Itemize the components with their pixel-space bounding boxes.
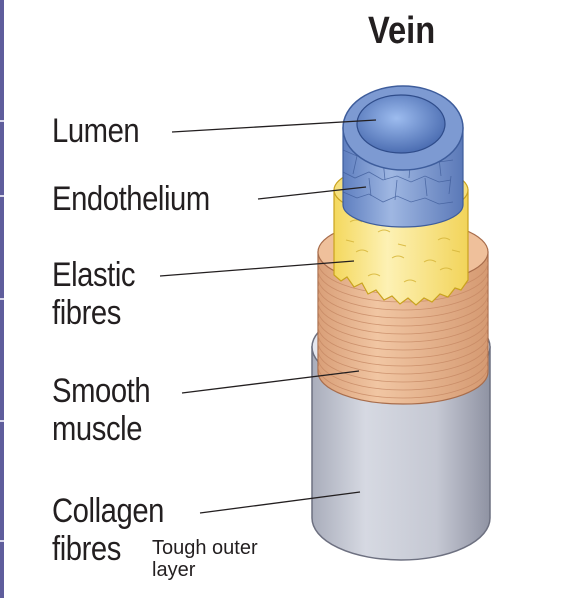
frame-tick bbox=[0, 298, 4, 300]
lumen-leader-line bbox=[171, 119, 377, 133]
endothelium-leader-line bbox=[257, 186, 367, 200]
label-collagen-fibres: Collagen fibres bbox=[52, 492, 164, 568]
frame-tick bbox=[0, 540, 4, 542]
tough-outer-layer-note: Tough outer layer bbox=[152, 537, 258, 581]
diagram-title: Vein bbox=[368, 10, 436, 52]
label-smooth-muscle: Smooth muscle bbox=[52, 372, 151, 448]
label-elastic-fibres: Elastic fibres bbox=[52, 256, 136, 332]
smooth-muscle-leader-line bbox=[181, 370, 360, 394]
elastic-fibres-leader-line bbox=[159, 260, 355, 277]
endothelium-layer bbox=[342, 85, 464, 228]
frame-tick bbox=[0, 195, 4, 197]
collagen-fibres-leader-line bbox=[199, 491, 361, 514]
leader-lines bbox=[159, 119, 377, 514]
frame-tick bbox=[0, 420, 4, 422]
frame-edge bbox=[0, 0, 4, 598]
frame-tick bbox=[0, 120, 4, 122]
label-lumen: Lumen bbox=[52, 112, 140, 150]
label-endothelium: Endothelium bbox=[52, 180, 210, 218]
